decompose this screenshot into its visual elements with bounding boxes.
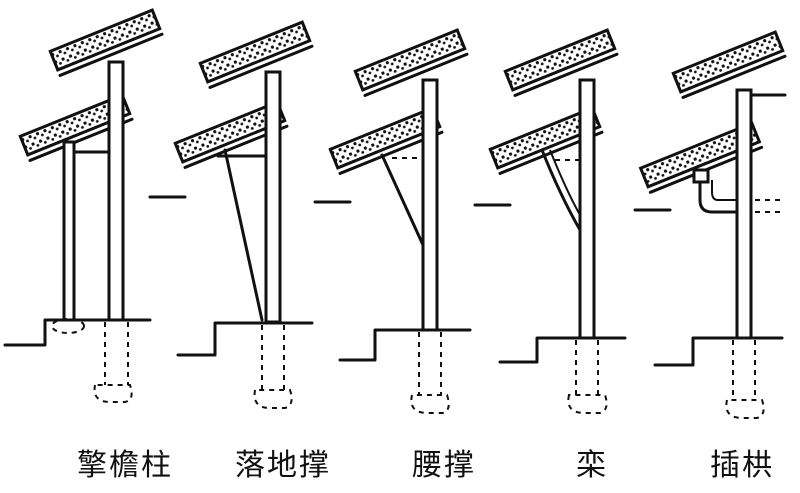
stage-labels: 擎檐柱 落地撑 腰撑 栾 插栱 bbox=[0, 440, 800, 490]
label-ground-brace: 落地撑 bbox=[235, 448, 331, 483]
ground-step bbox=[3, 318, 152, 347]
ground-step bbox=[176, 321, 314, 357]
upper-roof-beam bbox=[671, 30, 787, 99]
label-luan: 栾 bbox=[576, 448, 608, 483]
foundation-outline bbox=[410, 332, 450, 414]
main-column bbox=[264, 70, 282, 324]
stage-luan bbox=[488, 28, 627, 414]
label-eave-column: 擎檐柱 bbox=[77, 448, 173, 483]
foundation-outline bbox=[567, 340, 608, 414]
curved-luan-brace bbox=[540, 148, 582, 232]
main-column bbox=[578, 78, 596, 340]
label-waist-brace: 腰撑 bbox=[412, 448, 476, 483]
ground-step bbox=[498, 336, 627, 364]
stage-inserted-bracket bbox=[638, 30, 787, 419]
ground-step bbox=[338, 328, 472, 362]
label-inserted-bracket: 插栱 bbox=[710, 448, 774, 483]
eave-column bbox=[62, 140, 76, 322]
upper-roof-beam bbox=[48, 8, 164, 77]
upper-roof-beam bbox=[503, 28, 619, 97]
stage-ground-brace bbox=[173, 20, 314, 409]
main-column bbox=[735, 88, 753, 340]
foundation-outline bbox=[253, 325, 293, 409]
ground-brace bbox=[223, 148, 264, 322]
foundation-outline bbox=[725, 340, 765, 419]
stage-eave-column bbox=[3, 8, 164, 403]
inserted-bracket bbox=[698, 178, 739, 214]
stage-waist-brace bbox=[328, 28, 472, 414]
main-column bbox=[107, 60, 125, 322]
upper-roof-beam bbox=[353, 28, 469, 97]
waist-brace bbox=[380, 153, 425, 247]
main-column bbox=[421, 78, 439, 332]
foundation-outline bbox=[93, 322, 133, 403]
ground-step bbox=[653, 336, 784, 367]
upper-roof-beam bbox=[198, 20, 314, 89]
